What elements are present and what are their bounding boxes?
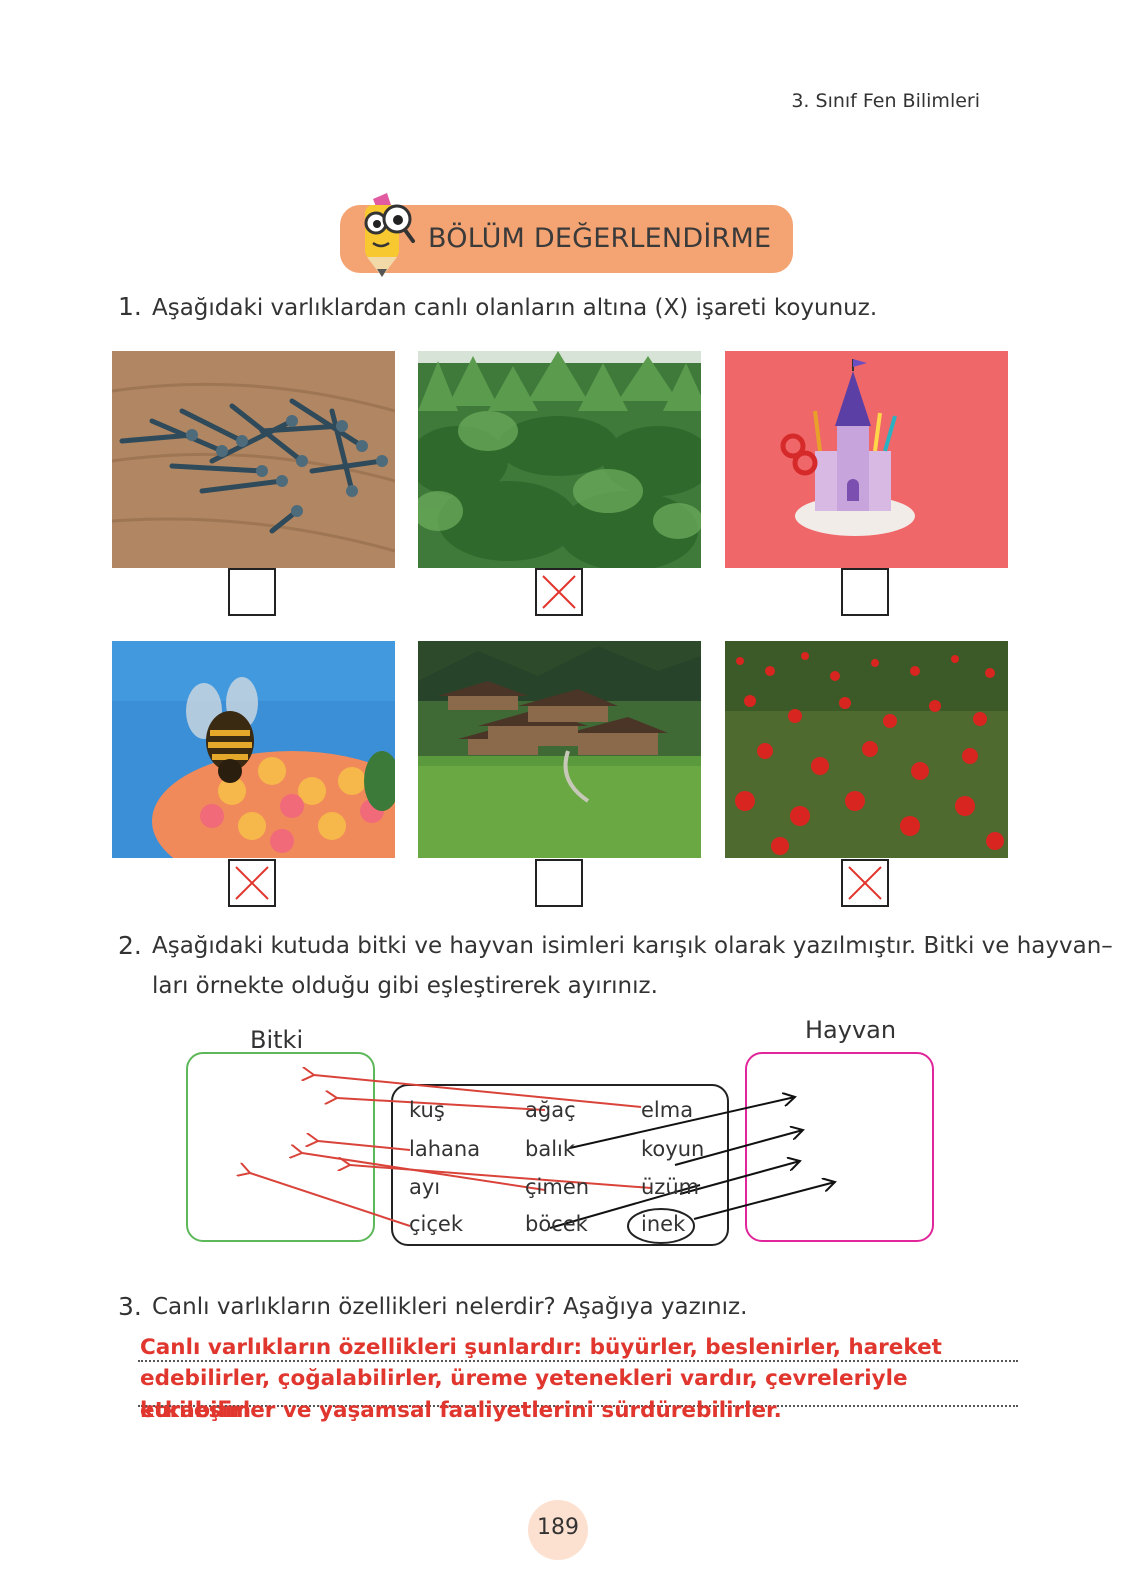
word-box xyxy=(391,1084,729,1246)
answer-line-2: edebilirler, çoğalabilirler, üreme yeten… xyxy=(140,1366,908,1423)
photo-village xyxy=(418,641,701,858)
subject-header: 3. Sınıf Fen Bilimleri xyxy=(791,90,980,112)
arrow-agac xyxy=(337,1098,546,1111)
plant-box xyxy=(186,1052,375,1242)
answer-line-1: Canlı varlıkların özellikleri şunlardır:… xyxy=(140,1335,942,1360)
answer-dotted-line-2 xyxy=(138,1405,1018,1407)
word-agac: ağaç xyxy=(525,1098,576,1122)
question-1-number: 1. xyxy=(118,292,142,321)
section-banner xyxy=(340,205,793,273)
word-uzum: üzüm xyxy=(641,1175,700,1199)
page-number: 189 xyxy=(537,1515,579,1540)
pencil-mascot-icon xyxy=(343,183,423,279)
photo-nails xyxy=(112,351,395,568)
word-kus: kuş xyxy=(409,1098,445,1122)
checkbox-nails[interactable] xyxy=(228,568,276,616)
word-ayi: ayı xyxy=(409,1175,441,1199)
question-2-text-line1: Aşağıdaki kutuda bitki ve hayvan isimler… xyxy=(152,933,1113,959)
x-mark-icon xyxy=(542,575,576,609)
checkbox-bee[interactable] xyxy=(228,859,276,907)
arrow-uzum-black xyxy=(679,1161,800,1195)
word-inek: inek xyxy=(641,1212,686,1236)
arrow-lahana xyxy=(318,1141,411,1151)
line-bocek xyxy=(549,1184,701,1229)
plant-label: Bitki xyxy=(250,1026,304,1054)
photo-castle-pencil-holder xyxy=(725,351,1008,568)
animal-label: Hayvan xyxy=(805,1016,897,1044)
arrow-inek xyxy=(693,1182,835,1220)
checkbox-forest[interactable] xyxy=(535,568,583,616)
arrow-uzum xyxy=(350,1165,652,1189)
question-3-number: 3. xyxy=(118,1292,142,1321)
word-cicek: çiçek xyxy=(409,1212,464,1236)
checkbox-poppy[interactable] xyxy=(841,859,889,907)
animal-box xyxy=(745,1052,934,1242)
arrow-cicek xyxy=(250,1173,411,1227)
question-3-text: Canlı varlıkların özellikleri nelerdir? … xyxy=(152,1294,748,1320)
section-title: BÖLÜM DEĞERLENDİRME xyxy=(428,223,772,254)
x-mark-icon xyxy=(848,866,882,900)
answer-line-3: kurabilirler ve yaşamsal faaliyetlerini … xyxy=(140,1398,782,1423)
arrow-koyun xyxy=(674,1130,803,1166)
word-koyun: koyun xyxy=(641,1137,705,1161)
word-balik: balık xyxy=(525,1137,576,1161)
page-number-badge xyxy=(528,1500,588,1560)
checkbox-castle[interactable] xyxy=(841,568,889,616)
word-lahana: lahana xyxy=(409,1137,481,1161)
question-2-number: 2. xyxy=(118,931,142,960)
checkbox-village[interactable] xyxy=(535,859,583,907)
x-mark-icon xyxy=(235,866,269,900)
photo-bee-on-flower xyxy=(112,641,395,858)
arrow-balik xyxy=(569,1097,795,1149)
word-cimen: çimen xyxy=(525,1175,590,1199)
question-1-text: Aşağıdaki varlıklardan canlı olanların a… xyxy=(152,295,878,321)
word-bocek: böcek xyxy=(525,1212,588,1236)
arrow-elma xyxy=(314,1075,642,1108)
answer-dotted-line-1 xyxy=(138,1360,1018,1362)
photo-forest xyxy=(418,351,701,568)
example-circle xyxy=(627,1208,695,1244)
photo-poppy-field xyxy=(725,641,1008,858)
word-elma: elma xyxy=(641,1098,694,1122)
question-2-text-line2: ları örnekte olduğu gibi eşleştirerek ay… xyxy=(152,973,658,999)
